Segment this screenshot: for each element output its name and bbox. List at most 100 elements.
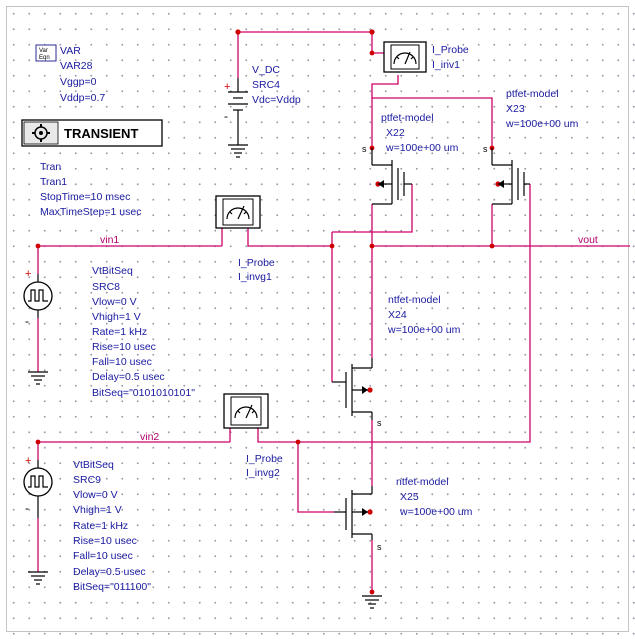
x25-param: w=100e+00 um (399, 506, 473, 518)
junction-x23-vout (489, 243, 495, 249)
transient-name: Tran1 (40, 176, 67, 188)
probe-inv1-name: I_inv1 (432, 59, 460, 71)
var-line-vddp: Vddp=0.7 (60, 92, 105, 104)
src8-vhigh: Vhigh=1 V (92, 311, 141, 323)
ammeter-icon (234, 404, 258, 419)
probe-invg1-title: I_Probe (238, 257, 275, 269)
vdc-param: Vdc=Vddp (252, 94, 301, 106)
nfet-x25[interactable]: s ntfet-model X25 w=100e+00 um (334, 476, 473, 552)
transient-block[interactable]: TRANSIENT Tran Tran1 StopTime=10 msec Ma… (21, 119, 163, 218)
vdc-name: SRC4 (252, 79, 280, 91)
schematic-frame (6, 6, 629, 632)
junction-vout (369, 243, 375, 249)
src9-plus: + (25, 455, 31, 467)
x22-pin-s: s (362, 144, 367, 154)
ground-icon (28, 371, 48, 385)
src8-minus: - (25, 314, 29, 328)
var-icon-line1: Var (39, 48, 48, 54)
pulse-wave-icon (28, 289, 48, 302)
vdc-source[interactable]: + - V_DC SRC4 Vdc=Vddp (224, 64, 301, 158)
var-block[interactable]: Var Eqn VAR VAR28 Vggp=0 Vddp=0.7 (35, 44, 105, 104)
wire-x22-gate[interactable] (332, 184, 413, 233)
x22-param: w=100e+00 um (385, 142, 459, 154)
vdc-minus: - (224, 109, 228, 123)
var-title: VAR (60, 45, 81, 57)
wire-vin2-x23-gate[interactable] (257, 184, 531, 443)
wire-x25-gate[interactable] (297, 442, 334, 513)
net-label-vout: vout (578, 234, 598, 246)
src9-title: VtBitSeq (73, 459, 114, 471)
pulse-wave-icon (28, 475, 48, 488)
wire-vdd-pfets[interactable] (371, 75, 493, 148)
x23-param: w=100e+00 um (505, 118, 579, 130)
transient-label: TRANSIENT (64, 126, 138, 141)
probe-invg1[interactable]: I_Probe I_invg1 (215, 195, 275, 283)
src9-bitseq: BitSeq="011100" (73, 581, 151, 593)
var-name: VAR28 (60, 60, 93, 72)
junction-probe-inv1 (369, 50, 375, 56)
src9-fall: Fall=10 usec (73, 550, 133, 562)
x24-name: X24 (388, 309, 407, 321)
x25-title: ntfet-model (396, 476, 449, 488)
ground-icon (228, 144, 248, 158)
wires (37, 31, 630, 592)
junction-top-left (235, 29, 241, 35)
ammeter-icon (393, 51, 417, 65)
junction-vin2 (295, 439, 301, 445)
src9-minus: - (25, 501, 29, 515)
junction-ground (369, 589, 375, 595)
probe-invg1-name: I_invg1 (238, 271, 272, 283)
src9-vhigh: Vhigh=1 V (73, 504, 122, 516)
src9-rise: Rise=10 usec (73, 535, 137, 547)
pfet-arrow-icon (378, 180, 384, 188)
junctions (35, 29, 501, 595)
wire-to-probe-inv1[interactable] (371, 32, 384, 54)
x24-title: ntfet-model (388, 294, 441, 306)
junction-src9 (35, 439, 41, 445)
junction-top-right (369, 29, 375, 35)
x25-pin-s: s (377, 542, 382, 552)
vdc-title: V_DC (252, 64, 280, 76)
src8-plus: + (25, 268, 31, 280)
probe-invg2-title: I_Probe (246, 453, 283, 465)
src8-vlow: Vlow=0 V (92, 296, 137, 308)
var-icon-line2: Eqn (39, 55, 50, 61)
x22-title: ptfet-model (381, 112, 434, 124)
x23-title: ptfet-model (506, 88, 559, 100)
junction-x24-pin (367, 387, 373, 393)
x24-pin-s: s (377, 418, 382, 428)
nfet-x24[interactable]: s ntfet-model X24 w=100e+00 um (332, 294, 461, 428)
vdc-plus: + (224, 81, 230, 93)
src9-name: SRC9 (73, 474, 101, 486)
src9-delay: Delay=0.5 usec (73, 566, 146, 578)
transient-stoptime: StopTime=10 msec (40, 191, 130, 203)
src8-fall: Fall=10 usec (92, 356, 152, 368)
pfet-x22[interactable]: s ptfet-model X22 w=100e+00 um (362, 112, 459, 205)
probe-invg2[interactable]: I_Probe I_invg2 (223, 393, 283, 479)
net-label-vin1: vin1 (100, 234, 119, 246)
src8-delay: Delay=0.5 usec (92, 371, 165, 383)
bitseq-source-src8[interactable]: + - VtBitSeq SRC8 Vlow=0 V Vhigh=1 V Rat… (23, 265, 195, 399)
ground-icon (362, 595, 382, 609)
pfet-x23[interactable]: s ptfet-model X23 w=100e+00 um (483, 88, 579, 205)
pfet-arrow-icon (498, 180, 504, 188)
x23-name: X23 (506, 103, 525, 115)
ammeter-icon (226, 205, 250, 220)
src9-symbol (23, 467, 53, 497)
x25-name: X25 (400, 491, 419, 503)
x24-param: w=100e+00 um (387, 324, 461, 336)
transient-title: Tran (40, 161, 61, 173)
bitseq-source-src9[interactable]: + - VtBitSeq SRC9 Vlow=0 V Vhigh=1 V Rat… (23, 455, 151, 593)
src8-bitseq: BitSeq="0101010101" (92, 387, 195, 399)
transient-maxtimestep: MaxTimeStep=1 usec (40, 206, 141, 218)
wire-probe-invg1-out[interactable] (247, 228, 332, 247)
src8-rate: Rate=1 kHz (92, 326, 147, 338)
x23-pin-s: s (483, 144, 488, 154)
var-eqn-icon (35, 44, 57, 62)
probe-inv1[interactable]: I_Probe I_inv1 (383, 41, 469, 73)
probe-inv1-title: I_Probe (432, 44, 469, 56)
src8-name: SRC8 (92, 281, 120, 293)
junction-x25-pin (367, 509, 373, 515)
